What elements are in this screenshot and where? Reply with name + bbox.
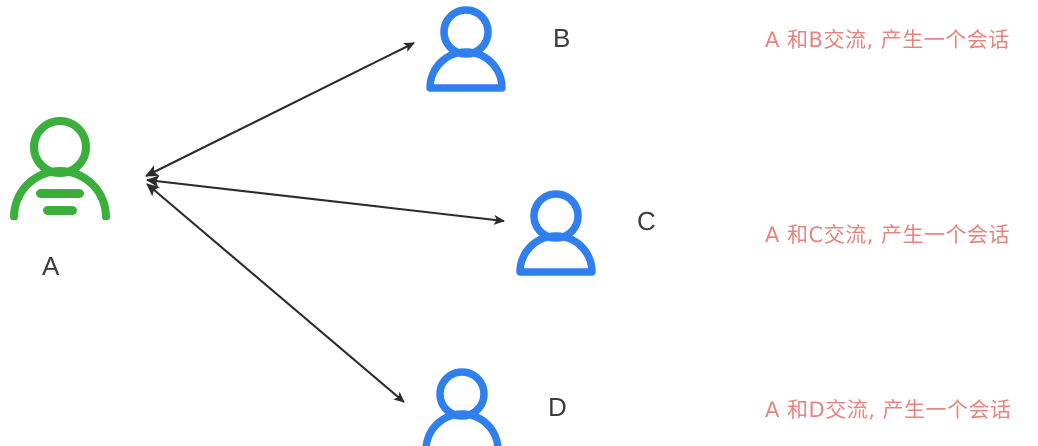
person-icon: [426, 6, 506, 92]
note-a-b: A 和B交流, 产生一个会话: [765, 28, 1010, 52]
person-icon: [516, 190, 596, 276]
node-c-label: C: [637, 206, 657, 236]
edge-a-c: [146, 175, 505, 225]
edge-a-b: [145, 42, 415, 177]
node-d-label: D: [548, 392, 568, 422]
note-a-d: A 和D交流, 产生一个会话: [765, 398, 1012, 422]
edge-a-d: [146, 183, 405, 403]
note-a-c: A 和C交流, 产生一个会话: [765, 223, 1011, 247]
node-b-label: B: [553, 23, 571, 53]
person-with-lines-icon: [10, 117, 110, 220]
person-icon: [422, 368, 502, 446]
node-a-label: A: [42, 251, 60, 281]
